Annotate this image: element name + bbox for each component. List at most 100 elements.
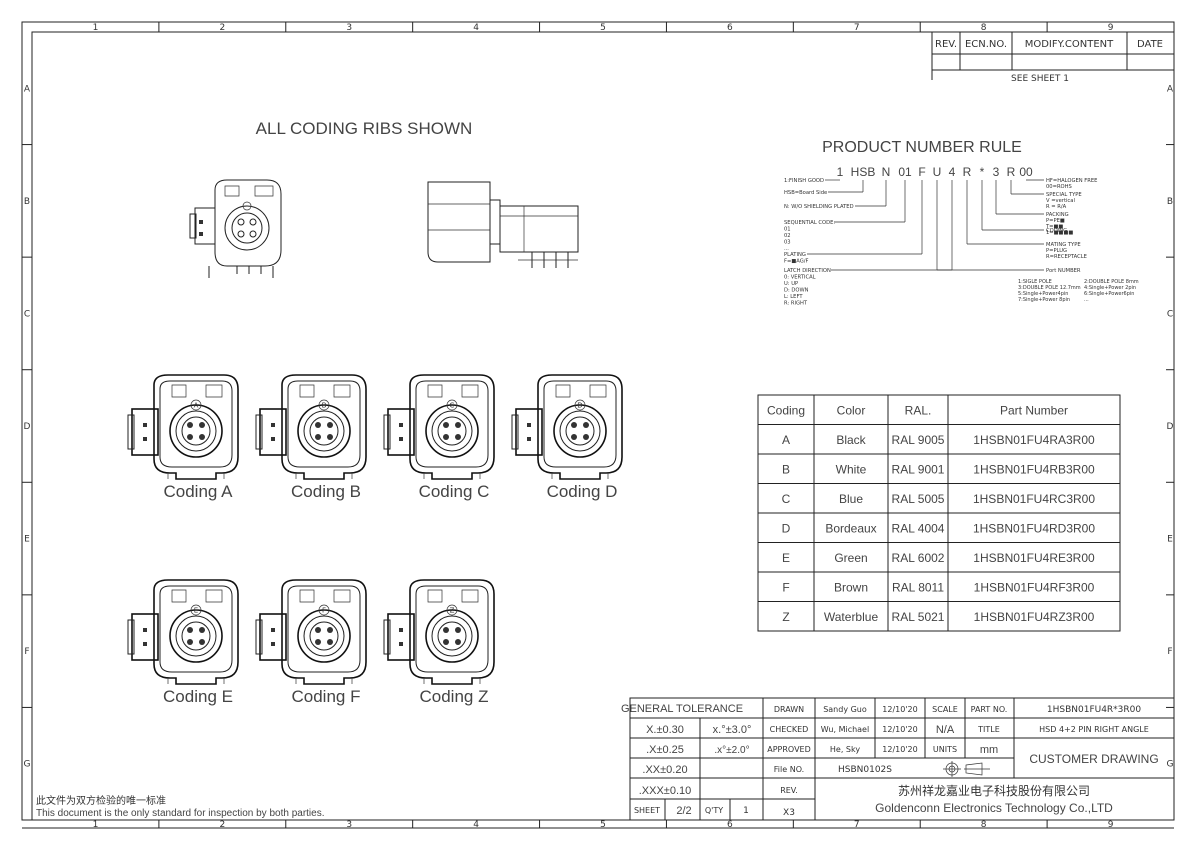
col-mark-bottom: 2 (219, 820, 225, 830)
col-mark-bottom: 4 (473, 820, 479, 830)
rule-code-part: 01 (898, 165, 912, 179)
table-cell: A (782, 433, 790, 447)
rule-code-part: R (1007, 165, 1016, 179)
angle-tol-1: x.°±3.0° (713, 724, 752, 736)
rule-right-label: V =vertical (1046, 198, 1075, 204)
coding-connector: C Coding C (383, 374, 495, 501)
rule-left-label: F=■AG/F (784, 259, 808, 265)
rule-right-label: P=PLUG (1046, 248, 1067, 254)
rule-code-part: R (963, 165, 972, 179)
approved-label: APPROVED (767, 745, 811, 754)
table-cell: 1HSBN01FU4RF3R00 (974, 580, 1095, 594)
part-no-value: 1HSBN01FU4R*3R00 (1047, 705, 1142, 715)
table-cell: RAL 5005 (892, 492, 945, 506)
col-mark-bottom: 7 (854, 820, 860, 830)
checked-date: 12/10'20 (882, 725, 917, 734)
coding-letter: C (450, 402, 455, 410)
coding-caption: Coding B (291, 482, 361, 501)
table-cell: 1HSBN01FU4RA3R00 (973, 433, 1095, 447)
table-cell: 1HSBN01FU4RZ3R00 (974, 610, 1095, 624)
table-cell: C (782, 492, 791, 506)
title-block: GENERAL TOLERANCE X.±0.30 .X±0.25 .XX±0.… (621, 697, 1175, 821)
title-label: TITLE (977, 725, 1000, 734)
port-option: 7:Single+Power 8pin (1018, 297, 1070, 303)
col-mark-top: 5 (600, 23, 606, 33)
table-cell: Blue (839, 492, 863, 506)
rev-header-date: DATE (1137, 39, 1163, 50)
rule-left-label: ... (784, 246, 789, 252)
coding-caption: Coding A (164, 482, 234, 501)
port-option: 5:Single+Power4pin (1018, 291, 1068, 297)
table-header-cell: Part Number (1000, 403, 1068, 417)
table-cell: Z (782, 610, 789, 624)
table-cell: B (782, 462, 790, 476)
col-mark-top: 9 (1108, 23, 1114, 33)
col-mark-top: 3 (346, 23, 352, 33)
coding-connector: B Coding B (255, 374, 367, 501)
row-mark-right: G (1167, 760, 1174, 770)
tol-xxx: .XX±0.20 (642, 764, 687, 776)
table-header-cell: Coding (767, 403, 805, 417)
row-mark-left: D (24, 422, 31, 432)
row-mark-left: A (24, 84, 31, 94)
row-mark-right: F (1167, 647, 1172, 657)
file-no-value: HSBN0102S (838, 765, 892, 775)
qty-value: 1 (743, 806, 749, 816)
rule-code-part: * (980, 165, 985, 179)
row-mark-right: E (1167, 535, 1173, 545)
projection-symbol-icon (943, 761, 990, 777)
coding-letter: A (194, 402, 199, 410)
tol-x: X.±0.30 (646, 724, 684, 736)
row-mark-right: C (1167, 309, 1173, 319)
col-mark-top: 7 (854, 23, 860, 33)
col-mark-bottom: 6 (727, 820, 733, 830)
rule-left-label: L: LEFT (784, 294, 803, 300)
row-mark-left: G (24, 760, 31, 770)
rule-left-label: 01 (784, 227, 791, 233)
col-mark-top: 6 (727, 23, 733, 33)
table-cell: RAL 9005 (892, 433, 945, 447)
port-option: 6:Single+Power6pin (1084, 291, 1134, 297)
coding-connector: A Coding A (127, 374, 239, 501)
rule-left-label: U: UP (784, 281, 798, 287)
rule-left-label: N: W/O SHIELDING PLATED (784, 204, 854, 210)
table-cell: Waterblue (824, 610, 879, 624)
general-tolerance-label: GENERAL TOLERANCE (621, 703, 743, 715)
connector-side-view (427, 181, 579, 268)
coding-caption: Coding C (419, 482, 490, 501)
rule-right-label: R = R/A (1046, 204, 1067, 210)
rule-code-part: 3 (993, 165, 1000, 179)
rule-right-label: HF=HALOGEN FREE (1046, 178, 1097, 184)
table-cell: Green (834, 551, 867, 565)
table-cell: E (782, 551, 790, 565)
col-mark-top: 8 (981, 23, 987, 33)
coding-caption: Coding F (292, 687, 361, 706)
rule-right-label: PACKING (1046, 212, 1069, 218)
table-cell: D (782, 521, 791, 535)
customer-drawing: CUSTOMER DRAWING (1029, 752, 1158, 766)
rule-code-part: U (933, 165, 942, 179)
table-cell: Bordeaux (825, 521, 876, 535)
col-mark-bottom: 1 (93, 820, 99, 830)
coding-letter: D (577, 402, 582, 410)
table-header-cell: Color (837, 403, 866, 417)
rule-left-label: D: DOWN (784, 288, 809, 294)
table-cell: Brown (834, 580, 868, 594)
rule-left-label: R: RIGHT (784, 301, 808, 307)
port-option: 4:Single+Power 2pin (1084, 285, 1136, 291)
table-cell: RAL 6002 (892, 551, 945, 565)
approved-name: He, Sky (830, 745, 860, 754)
units-value: mm (980, 744, 998, 756)
rule-right-label: P=PE■ (1046, 218, 1065, 224)
coding-letter: B (322, 402, 327, 410)
port-option: ... (1084, 297, 1089, 303)
scale-value: N/A (936, 724, 955, 736)
rule-right-label: 00=ROHS (1046, 184, 1072, 190)
table-cell: RAL 8011 (892, 580, 944, 594)
tol-xxxx: .XXX±0.10 (639, 785, 692, 797)
